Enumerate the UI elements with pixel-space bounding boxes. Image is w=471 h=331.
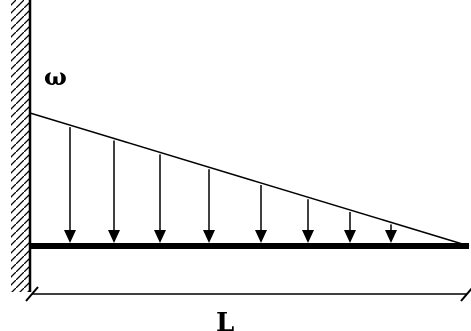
load-arrow-head — [203, 230, 215, 243]
load-arrow-head — [154, 230, 166, 243]
load-arrow-head — [108, 230, 120, 243]
load-arrow-head — [344, 230, 356, 243]
load-arrows — [64, 127, 397, 243]
load-intensity-label: ω — [44, 62, 67, 91]
load-arrow-head — [385, 230, 397, 243]
load-arrow-head — [302, 230, 314, 243]
load-arrow-head — [255, 230, 267, 243]
length-dimension — [25, 286, 471, 302]
load-distribution-line — [29, 112, 470, 247]
load-arrow-head — [64, 230, 76, 243]
fixed-wall-support — [11, 0, 32, 292]
length-label: L — [216, 308, 234, 331]
